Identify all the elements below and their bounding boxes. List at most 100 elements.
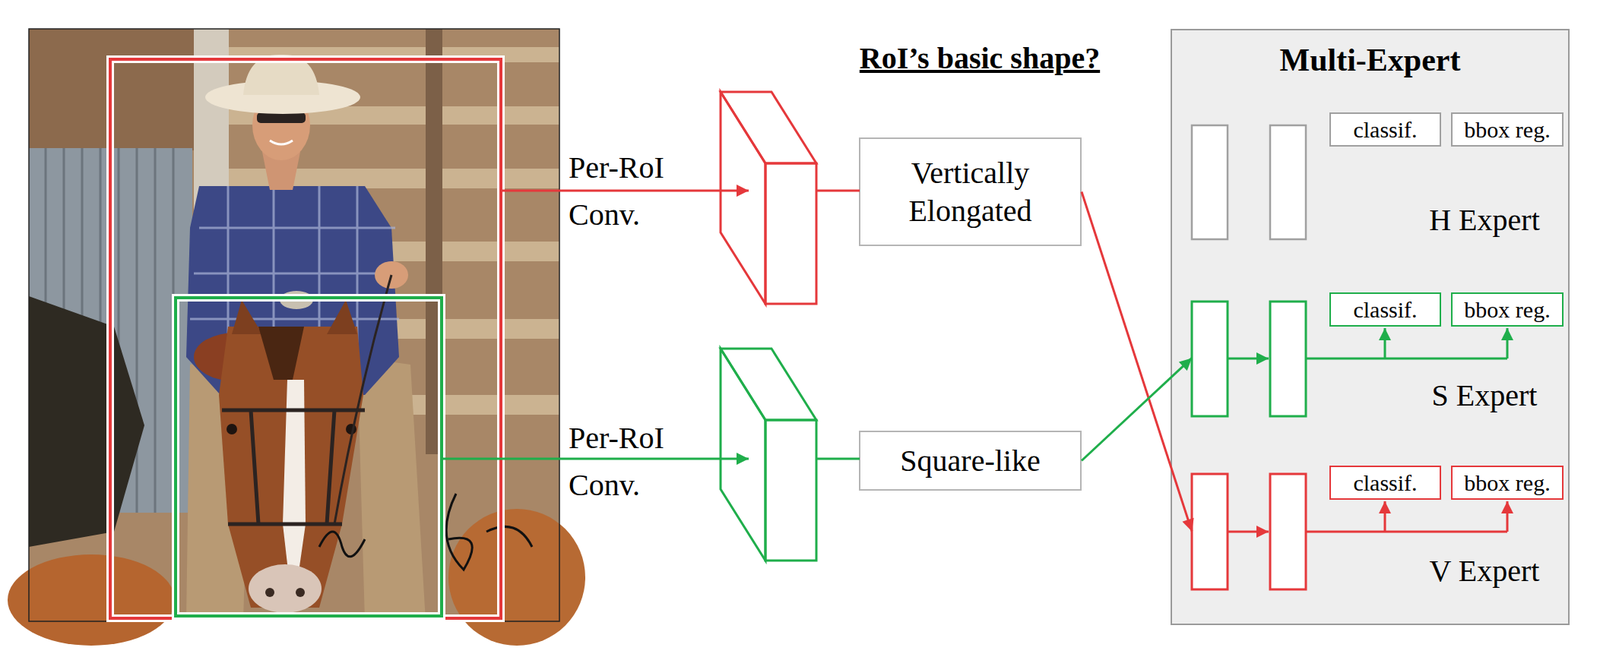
horse-ear bbox=[326, 300, 358, 335]
roi-box-halo bbox=[110, 59, 501, 619]
fence-rail bbox=[196, 47, 560, 63]
rider-neck bbox=[262, 152, 301, 191]
hat-crown bbox=[243, 54, 320, 96]
photo-background bbox=[28, 28, 560, 622]
roi-arrow bbox=[500, 190, 749, 193]
expert-row: S Expert classif. bbox reg. bbox=[1191, 292, 1564, 417]
feature-line bbox=[816, 458, 860, 461]
shape-connector bbox=[1081, 192, 1192, 533]
hat-brim bbox=[205, 80, 361, 115]
fc-layer bbox=[1191, 301, 1228, 417]
cuboid-front bbox=[765, 420, 817, 561]
reins bbox=[334, 275, 392, 525]
fence-rail bbox=[196, 168, 560, 189]
saddle bbox=[193, 332, 278, 382]
node-text: bbox reg. bbox=[1463, 116, 1550, 144]
rider-face bbox=[252, 90, 311, 161]
node-text: Square-like bbox=[899, 442, 1040, 481]
step-label: Per-RoI Conv. bbox=[568, 144, 698, 239]
fc-layer bbox=[1191, 125, 1228, 240]
output-box: bbox reg. bbox=[1451, 292, 1564, 327]
horse-nostril bbox=[265, 588, 275, 598]
node-text: Vertically Elongated bbox=[860, 154, 1081, 231]
photo-frame bbox=[28, 28, 560, 622]
output-box: classif. bbox=[1329, 465, 1442, 501]
step-label: Per-RoI Conv. bbox=[568, 415, 698, 510]
horse-head bbox=[218, 326, 364, 609]
cuboid-top bbox=[720, 348, 817, 421]
shape-box: Vertically Elongated bbox=[858, 137, 1082, 247]
roi-box-halo bbox=[175, 297, 442, 617]
horse-nostril bbox=[295, 588, 305, 598]
shirt-plaid bbox=[190, 186, 400, 396]
fence-post bbox=[425, 28, 443, 455]
photo bbox=[7, 28, 586, 647]
cattle bbox=[7, 554, 175, 647]
horse-eye bbox=[345, 424, 357, 435]
horse-muzzle bbox=[248, 564, 322, 614]
fc-arrow bbox=[1227, 358, 1269, 361]
connector-layer bbox=[1081, 192, 1192, 533]
cuboid-side bbox=[720, 348, 766, 561]
fc-layer bbox=[1191, 474, 1228, 590]
fc-arrow bbox=[1506, 328, 1509, 359]
expert-panel: Multi-ExpertH Expertclassif.bbox reg.S E… bbox=[1170, 28, 1570, 626]
fc-layer bbox=[1270, 301, 1306, 417]
fc-line bbox=[1305, 531, 1508, 534]
conv-cuboid bbox=[720, 348, 817, 561]
signature-scribble bbox=[319, 494, 533, 571]
conv-cuboid bbox=[720, 91, 817, 305]
pole bbox=[193, 28, 229, 440]
node-text: classif. bbox=[1352, 296, 1417, 324]
horse-eye bbox=[226, 424, 238, 435]
cattle bbox=[448, 509, 586, 647]
rider-leg bbox=[186, 357, 251, 622]
dark-plants bbox=[28, 296, 145, 548]
feature-line bbox=[816, 190, 860, 193]
output-box: classif. bbox=[1329, 112, 1442, 147]
fc-arrow bbox=[1384, 328, 1387, 359]
rider-leg bbox=[357, 357, 426, 622]
node-text: H Expert bbox=[1408, 201, 1561, 240]
section-heading: RoI’s basic shape? bbox=[827, 39, 1132, 78]
fence-rail bbox=[196, 395, 560, 416]
bridle bbox=[221, 410, 365, 525]
fc-arrow bbox=[1384, 501, 1387, 533]
fc-layer bbox=[1270, 474, 1306, 590]
node-text: S Expert bbox=[1408, 377, 1561, 416]
shape-box: Square-like bbox=[858, 430, 1082, 492]
node-text: Multi-Expert bbox=[1172, 41, 1569, 80]
smile bbox=[269, 140, 293, 145]
belt-buckle bbox=[279, 291, 314, 310]
output-box: classif. bbox=[1329, 292, 1442, 327]
sunglasses bbox=[256, 112, 306, 124]
node-text: V Expert bbox=[1408, 552, 1561, 591]
node-text: classif. bbox=[1352, 116, 1417, 144]
cuboid-top bbox=[720, 91, 817, 164]
node-text: classif. bbox=[1352, 469, 1417, 498]
horse-ear bbox=[231, 300, 263, 335]
node-text: bbox reg. bbox=[1463, 296, 1550, 324]
node-text: bbox reg. bbox=[1463, 469, 1550, 498]
fence-rail bbox=[196, 106, 560, 125]
fc-layer bbox=[1270, 125, 1306, 240]
fc-arrow bbox=[1506, 501, 1509, 533]
fence-rail bbox=[196, 319, 560, 340]
output-box: bbox reg. bbox=[1451, 112, 1564, 147]
roi-box-green bbox=[175, 297, 442, 617]
expert-row: H Expert classif. bbox reg. bbox=[1191, 112, 1564, 240]
output-box: bbox reg. bbox=[1451, 465, 1564, 501]
background-horses bbox=[28, 28, 197, 151]
shape-connector bbox=[1081, 358, 1192, 461]
expert-row: V Expert classif. bbox reg. bbox=[1191, 465, 1564, 590]
fc-line bbox=[1305, 358, 1508, 361]
horse-forelock bbox=[258, 326, 305, 381]
horse-blaze bbox=[282, 380, 306, 578]
rider-hand bbox=[374, 261, 409, 289]
cuboid-side bbox=[720, 91, 766, 305]
roi-arrow bbox=[441, 458, 749, 461]
cuboid-front bbox=[765, 163, 817, 305]
roi-box-red bbox=[110, 59, 501, 619]
